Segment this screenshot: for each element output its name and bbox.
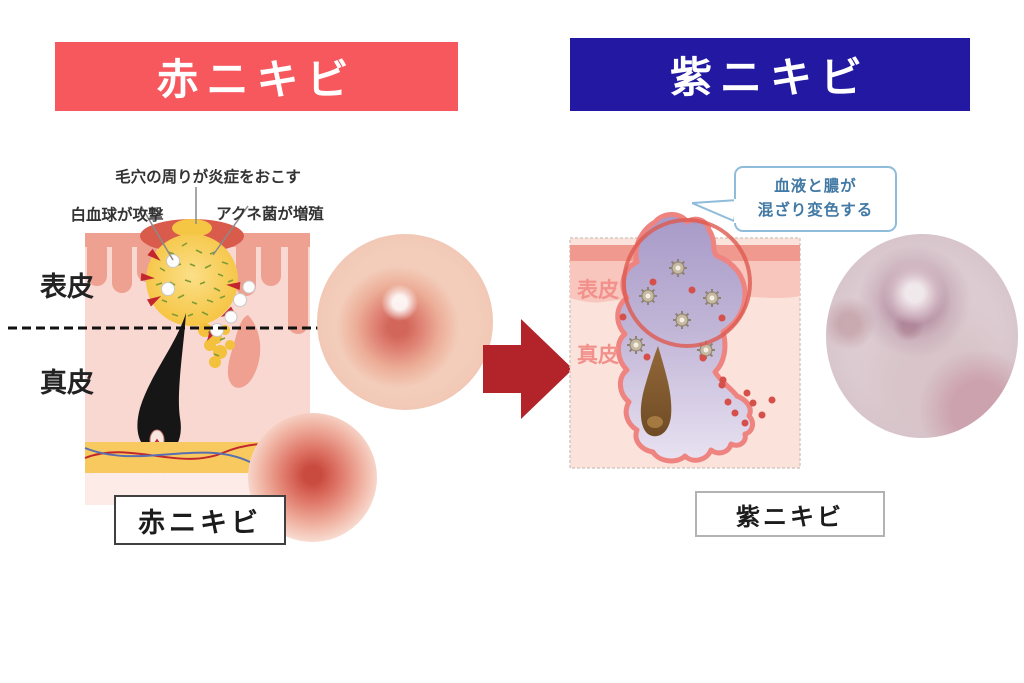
blood-dots — [619, 278, 776, 427]
speech-bubble: 血液と膿が 混ざり変色する — [734, 166, 897, 232]
purple-acne-skin-diagram: 表皮 真皮 — [569, 212, 801, 469]
red-acne-caption-box: 赤ニキビ — [114, 495, 286, 545]
annotation-pore-inflammation: 毛穴の周りが炎症をおこす — [115, 167, 301, 186]
right-epidermis-label: 表皮 — [577, 279, 619, 302]
purple-acne-banner: 紫ニキビ — [570, 38, 970, 111]
speech-bubble-line1: 血液と膿が — [774, 177, 857, 195]
white-blood-cells — [161, 254, 256, 337]
hair-follicle — [137, 313, 186, 455]
left-epidermis-label: 表皮 — [40, 272, 94, 302]
red-acne-caption-label: 赤ニキビ — [138, 507, 262, 538]
bacteria-dashes — [155, 242, 234, 317]
red-pimple-photo — [317, 234, 493, 410]
transition-arrow-icon — [483, 319, 573, 419]
purple-acne-banner-label: 紫ニキビ — [669, 54, 870, 101]
left-dermis-label: 真皮 — [40, 368, 94, 398]
bacteria-inflammation-ball — [146, 234, 238, 326]
annotation-acne-bacteria: アクネ菌が増殖 — [216, 204, 324, 223]
purple-acne-caption-box: 紫ニキビ — [695, 491, 885, 537]
speech-bubble-tail — [692, 198, 740, 223]
speech-bubble-line2: 混ざり変色する — [757, 202, 874, 219]
annotation-lines — [140, 187, 249, 261]
right-dermis-label: 真皮 — [577, 343, 619, 367]
purple-skin-tissue-illustration — [569, 212, 801, 469]
follicle-drop — [640, 346, 672, 437]
purple-acne-caption-label: 紫ニキビ — [736, 503, 844, 531]
red-acne-banner-label: 赤ニキビ — [156, 56, 357, 103]
purple-pimple-photo — [826, 234, 1018, 438]
discoloration-highlight-circle — [622, 218, 752, 348]
red-acne-banner: 赤ニキビ — [55, 42, 458, 111]
annotation-white-blood-cells: 白血球が攻撃 — [70, 205, 164, 224]
